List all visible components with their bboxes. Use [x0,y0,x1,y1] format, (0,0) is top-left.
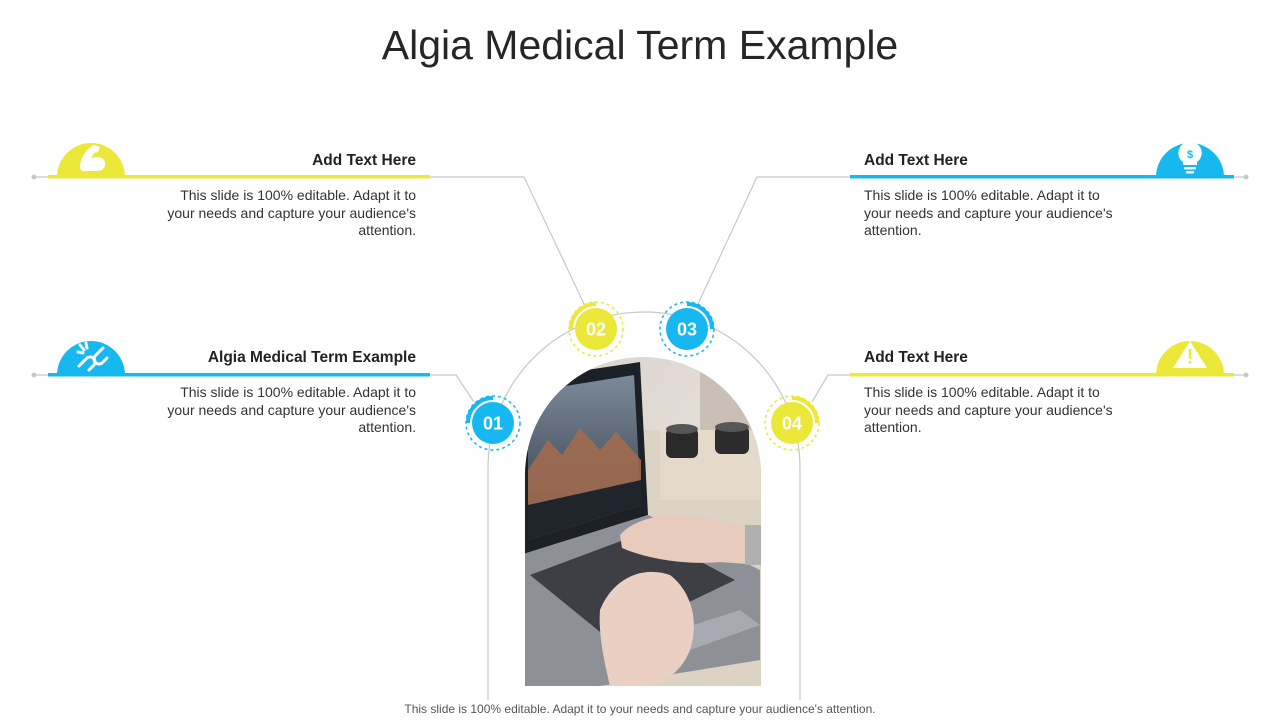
step-04-badge[interactable]: 04 [764,395,820,451]
step-03-badge[interactable]: 03 [659,301,715,357]
step-02-badge[interactable]: 02 [568,301,624,357]
item-04-heading: Add Text Here [864,349,968,366]
step-01-badge[interactable]: 01 [465,395,521,451]
lightbulb-dollar-icon: $ [1156,141,1224,177]
item-04-body: This slide is 100% editable. Adapt it to… [864,384,1113,435]
item-02-heading: Add Text Here [312,152,416,169]
step-04-number: 04 [782,414,802,434]
item-01-body: This slide is 100% editable. Adapt it to… [167,384,416,435]
bar-01 [48,373,430,377]
step-01-number: 01 [483,414,503,434]
flexed-arm-icon [57,143,125,177]
item-03-heading: Add Text Here [864,152,968,169]
bar-04 [850,373,1234,377]
item-03-body: This slide is 100% editable. Adapt it to… [864,187,1113,238]
step-03-number: 03 [677,320,697,340]
item-01-heading: Algia Medical Term Example [207,349,416,366]
item-02-body: This slide is 100% editable. Adapt it to… [167,187,416,238]
svg-text:$: $ [1187,149,1193,161]
bar-03 [850,175,1234,179]
footer-note: This slide is 100% editable. Adapt it to… [404,702,876,716]
page-title: Algia Medical Term Example [381,22,899,68]
laptop-typing-photo [525,357,761,686]
step-02-number: 02 [586,320,606,340]
broken-link-icon [57,341,125,375]
bar-02 [48,175,430,179]
warning-triangle-icon [1156,341,1224,375]
